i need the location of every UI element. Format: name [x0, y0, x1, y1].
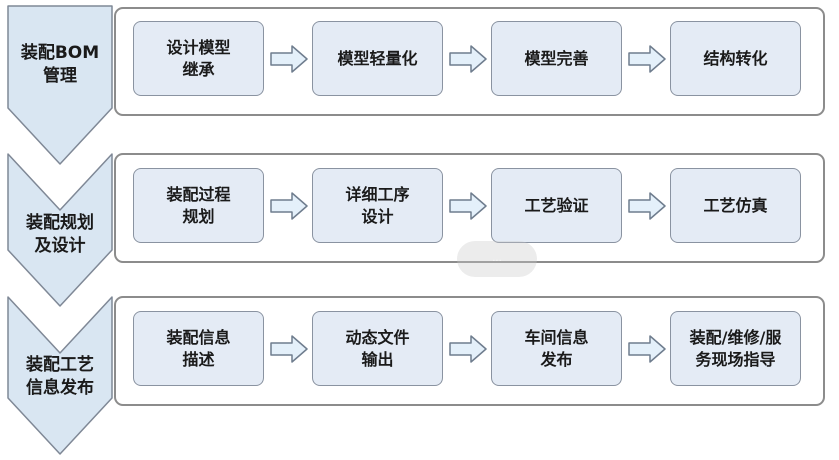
step-node: 动态文件 输出	[312, 311, 443, 386]
step-node: 工艺仿真	[670, 168, 801, 243]
stage-label-planning: 装配规划 及设计	[26, 213, 94, 256]
flow-arrow-icon	[449, 192, 487, 220]
step-node: 装配信息 描述	[133, 311, 264, 386]
step-node: 装配/维修/服 务现场指导	[670, 311, 801, 386]
flow-arrow-icon	[628, 335, 666, 363]
step-node: 设计模型 继承	[133, 21, 264, 96]
flow-arrow-icon	[270, 45, 308, 73]
flow-arrow-icon	[270, 192, 308, 220]
step-node: 工艺验证	[491, 168, 622, 243]
flow-arrow-icon	[628, 192, 666, 220]
flow-arrow-icon	[449, 335, 487, 363]
step-node: 装配过程 规划	[133, 168, 264, 243]
step-node: 结构转化	[670, 21, 801, 96]
stage-chevron-1	[7, 5, 113, 165]
stage-chevron-2	[7, 153, 113, 307]
flow-arrow-icon	[270, 335, 308, 363]
stage-label-bom: 装配BOM 管理	[20, 43, 100, 86]
watermark: ...	[457, 241, 537, 277]
flow-arrow-icon	[628, 45, 666, 73]
flow-arrow-icon	[449, 45, 487, 73]
step-node: 模型完善	[491, 21, 622, 96]
stage-chevron-3	[7, 296, 113, 455]
step-node: 详细工序 设计	[312, 168, 443, 243]
step-node: 车间信息 发布	[491, 311, 622, 386]
step-node: 模型轻量化	[312, 21, 443, 96]
stage-label-release: 装配工艺 信息发布	[26, 355, 94, 398]
